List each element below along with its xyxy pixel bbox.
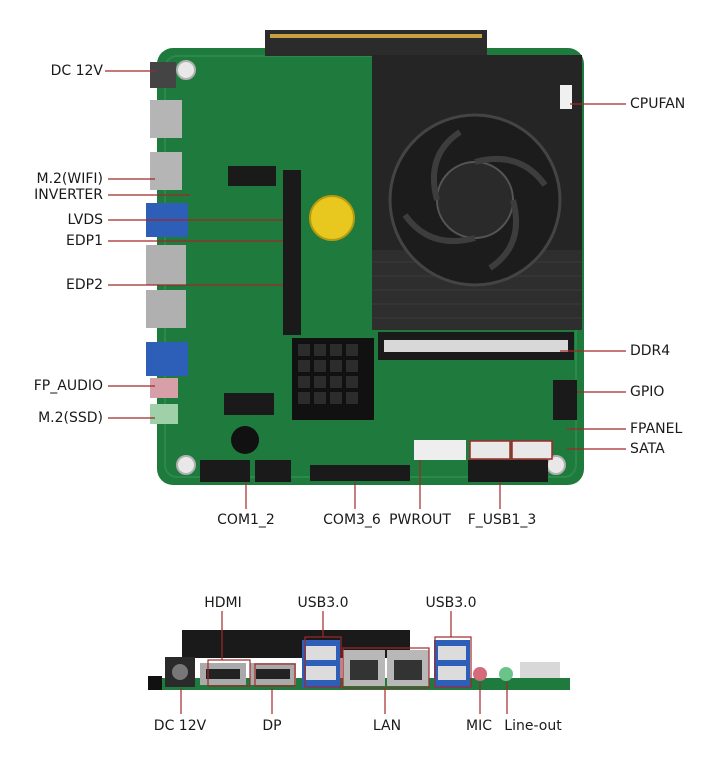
- label-com1-2: COM1_2: [217, 512, 275, 528]
- label-m2-wifi: M.2(WIFI): [36, 171, 103, 187]
- label-usb30-left: USB3.0: [297, 595, 349, 611]
- label-lan: LAN: [372, 718, 402, 734]
- label-fpanel: FPANEL: [630, 421, 683, 437]
- cmos-battery: [309, 195, 355, 241]
- label-dc12v: DC 12V: [50, 63, 103, 79]
- label-gpio: GPIO: [630, 384, 665, 400]
- label-mic: MIC: [466, 718, 492, 734]
- label-io-dc12v: DC 12V: [153, 718, 207, 734]
- label-fp-audio: FP_AUDIO: [33, 378, 103, 394]
- label-f-usb1-3: F_USB1_3: [467, 512, 537, 528]
- label-edp2: EDP2: [66, 277, 103, 293]
- label-pwrout: PWROUT: [389, 512, 451, 528]
- label-dp: DP: [262, 718, 282, 734]
- label-sata: SATA: [630, 441, 665, 457]
- io-panel-side-view: [148, 611, 570, 714]
- label-usb30-right: USB3.0: [425, 595, 477, 611]
- label-hdmi: HDMI: [204, 595, 242, 611]
- label-line-out: Line-out: [504, 718, 562, 734]
- label-com3-6: COM3_6: [323, 512, 381, 528]
- label-inverter: INVERTER: [34, 187, 103, 203]
- label-lvds: LVDS: [67, 212, 103, 228]
- pcie-edge: [265, 30, 487, 56]
- label-m2-ssd: M.2(SSD): [38, 410, 103, 426]
- label-ddr4: DDR4: [630, 343, 671, 359]
- label-cpufan: CPUFAN: [630, 96, 686, 112]
- label-edp1: EDP1: [66, 233, 103, 249]
